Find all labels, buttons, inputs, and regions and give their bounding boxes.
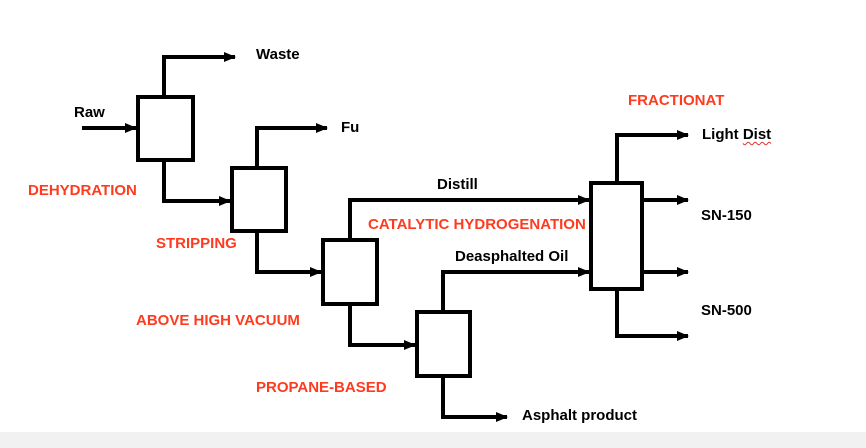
asphalt-product-label: Asphalt product (522, 407, 637, 424)
bottom-strip (0, 432, 866, 448)
dehydration-process-label: DEHYDRATION (28, 182, 137, 199)
propane-unit (415, 310, 472, 378)
distill-arrow (348, 195, 590, 240)
fractionator-unit (589, 181, 644, 291)
vacuum-unit (321, 238, 379, 306)
deasphalted-oil-label: Deasphalted Oil (455, 248, 569, 265)
asphalt-product-arrow (441, 376, 508, 422)
hydrogenation-process-label: CATALYTIC HYDROGENATION (368, 216, 586, 233)
distill-label: Distill (437, 176, 478, 193)
stripping-process-label: STRIPPING (156, 235, 237, 252)
fu-arrow (255, 123, 328, 168)
waste-label: Waste (256, 46, 300, 63)
stripping-to-vacuum-arrow (255, 231, 322, 277)
waste-arrow (162, 52, 236, 97)
dehydration-unit (136, 95, 195, 162)
fractionat-process-label: FRACTIONAT (628, 92, 725, 109)
dehydration-to-stripping-arrow (162, 160, 231, 206)
stripping-unit (230, 166, 288, 233)
sn150-label: SN-150 (701, 207, 752, 224)
vacuum-to-propane-arrow (348, 304, 416, 350)
sn500-label: SN-500 (701, 302, 752, 319)
light-dist-arrow (615, 130, 689, 183)
propane-process-label: PROPANE-BASED (256, 379, 387, 396)
fu-label: Fu (341, 119, 360, 136)
high-vacuum-process-label: ABOVE HIGH VACUUM (136, 312, 300, 329)
light-dist-label: Light Dist (702, 126, 772, 143)
raw-label: Raw (74, 104, 105, 121)
sn500-arrow (615, 289, 689, 341)
deasphalted-oil-arrow (441, 267, 590, 312)
